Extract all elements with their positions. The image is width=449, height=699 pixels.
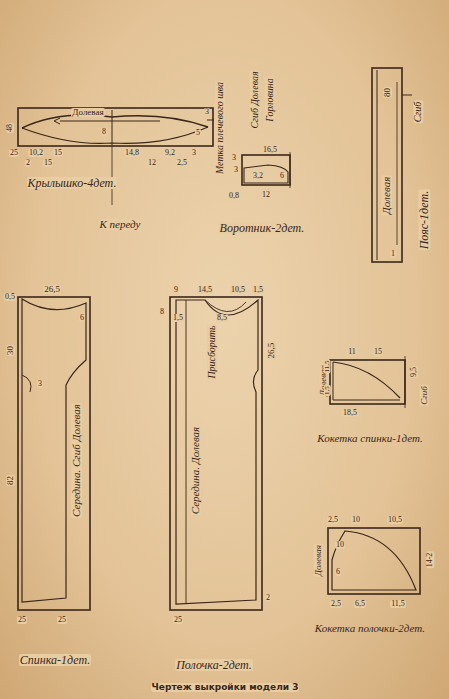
dimension-label: 10 [335,541,345,549]
part-name: Сгиб [419,385,428,406]
part-name: Крылышко-4дет. [27,177,118,189]
dimension-label: 0,5 [4,293,16,301]
part-name: Середина. Сгиб Долевая [70,403,81,518]
dimension-label: 3 [191,149,197,157]
part-name: Середина. Долевая [190,425,201,514]
dimension-label: 8 [159,308,165,316]
part-name: Кокетка спинки-1дет. [313,432,427,445]
dimension-label: 10 [351,516,361,524]
dimension-label: 9,5 [410,366,418,378]
dimension-label: 9 [173,286,179,294]
dimension-label: 3 [37,380,43,388]
dimension-label: 2,5 [327,516,339,524]
dimension-label: 1 [390,250,396,258]
dimension-label: 3 [204,108,210,116]
dimension-label: 6 [279,172,285,180]
dimension-label: 8 [101,128,107,136]
dimension-label: 82 [6,475,15,486]
dimension-label: 11,5 [390,600,406,608]
dimension-label: Долевая [71,108,104,117]
dimension-label: 10,5 [230,286,246,294]
dimension-label: 3 [233,166,239,174]
dimension-label: 26,5 [268,341,277,359]
dimension-label: 15 [53,149,63,157]
dimension-label: 10,5 [387,516,403,524]
dimension-label: 6 [79,314,85,322]
dimension-label: 16,5 [262,146,278,154]
dimension-label: 2 [25,159,31,167]
part-name: Сгиб [413,101,423,124]
caption: Чертеж выкройки модели 3 [151,683,300,692]
dimension-label: 15 [43,159,53,167]
part-name: Сгиб Долевая [250,70,260,129]
dimension-label: 30 [6,345,15,356]
part-name: Спинка-1дет. [19,654,91,666]
dimension-label: 2 [265,594,271,602]
dimension-label: 26,5 [43,285,61,294]
dimension-label: 25 [57,616,67,624]
dimension-label: 0,8 [228,192,240,200]
part-name: Воротник-2дет. [219,222,306,234]
part-name: Кокетка полочки-2дет. [313,622,427,635]
dimension-label: 10,2 [28,149,44,157]
dimension-label: 1,5 [172,314,184,322]
dimension-label: 14-2 [426,552,434,569]
dimension-label: 1,5 [324,385,331,396]
dimension-label: 18,5 [342,409,358,417]
part-name: Долевая [314,544,323,577]
dimension-label: 9,2 [164,149,176,157]
part-name: Пояс-1дет. [418,190,430,251]
part-name: Метка плечевого шва [215,81,225,175]
dimension-label: 11 [347,348,357,356]
dimension-label: 12 [147,159,157,167]
dimension-label: 11,5 [324,359,331,373]
dimension-label: 1,5 [252,286,264,294]
dimension-label: 25 [9,149,19,157]
dimension-label: 2,5 [330,600,342,608]
part-name: Долевая [382,175,393,215]
dimension-label: 6 [335,568,341,576]
dimension-label: 3 [231,154,237,162]
dimension-label: 15 [373,348,383,356]
dimension-label: 14,8 [124,149,140,157]
dimension-label: 25 [173,616,183,624]
dimension-label: 25 [17,616,27,624]
part-name: Полочка-2дет. [175,659,253,671]
dimension-label: 12 [261,191,271,199]
dimension-label: 6,5 [354,600,366,608]
dimension-label: 8,5 [216,314,228,322]
dimension-label: 48 [6,123,14,133]
dimension-label: 5 [195,129,201,137]
part-name: Горловина [265,77,275,123]
dimension-label: 14,5 [197,286,213,294]
dimension-label: 80 [383,87,392,98]
part-name: Присборить [207,324,217,379]
dimension-label: 2,5 [176,159,188,167]
part-name: К переду [99,219,142,230]
dimension-label: 3,2 [252,172,264,180]
